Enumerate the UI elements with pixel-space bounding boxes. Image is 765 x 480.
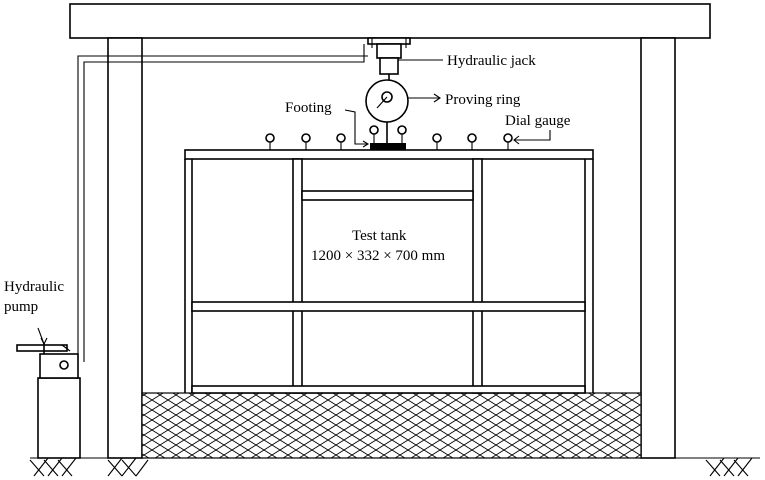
dial-gauge-icon [397, 125, 407, 143]
dial-gauge-icon [336, 133, 346, 150]
test-tank [184, 149, 594, 394]
right-column [640, 37, 676, 459]
label-hydraulic-jack: Hydraulic jack [447, 53, 536, 69]
label-hydraulic-pump-line2: pump [4, 299, 38, 315]
dial-gauge-icon [301, 133, 311, 150]
dial-gauge-icon [467, 133, 477, 150]
dial-gauge-icon [369, 125, 379, 143]
dial-gauges [265, 125, 513, 150]
footing [370, 143, 406, 150]
dial-gauge-arrow [513, 130, 551, 145]
hydraulic-jack [367, 37, 411, 80]
left-column [107, 37, 143, 459]
dial-gauge-icon [503, 133, 513, 150]
loading-frame-top-beam [69, 3, 711, 39]
label-dial-gauge: Dial gauge [505, 113, 571, 129]
proving-ring-arrow [408, 93, 441, 103]
label-hydraulic-pump-line1: Hydraulic [4, 279, 64, 295]
dial-gauge-icon [432, 133, 442, 150]
ground-support-left [29, 457, 150, 477]
hydraulic-hose [77, 55, 368, 360]
dial-gauge-icon [265, 133, 275, 150]
ground-support-right [630, 457, 760, 477]
brick-foundation [141, 392, 642, 459]
label-test-tank: Test tank [352, 228, 407, 244]
footing-arrow [344, 109, 370, 148]
label-test-tank-dimensions: 1200 × 332 × 700 mm [311, 248, 445, 264]
hydraulic-pump [16, 327, 81, 459]
label-proving-ring: Proving ring [445, 92, 521, 108]
label-footing: Footing [285, 100, 332, 116]
